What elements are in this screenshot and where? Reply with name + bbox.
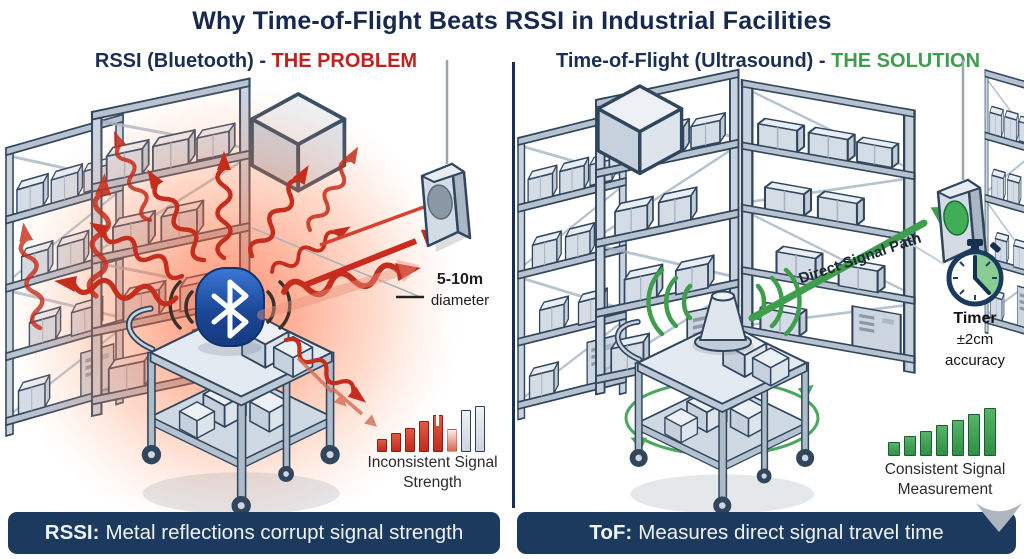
ultrasound-beacon-icon: [646, 267, 802, 355]
tof-footer-bold: ToF:: [589, 521, 633, 544]
chart-bar: [377, 438, 387, 452]
timer-leader-line: [907, 241, 945, 265]
timer-accuracy-value: ±2cm: [956, 331, 994, 348]
consistent-signal-chart: [888, 408, 1006, 456]
chart-bar: [405, 427, 415, 452]
rssi-footer-bold: RSSI:: [44, 521, 100, 544]
tof-footer-text: Measures direct signal travel time: [638, 521, 944, 544]
bluetooth-icon: [168, 267, 292, 356]
chart-bar: [461, 410, 471, 452]
chart-bar: [936, 425, 948, 456]
chart-bar: [968, 414, 980, 456]
left-panel-heading: RSSI (Bluetooth) - THE PROBLEM: [0, 50, 512, 73]
bluetooth-signal-arcs: [168, 280, 292, 330]
diameter-label: 5-10m diameter: [414, 270, 506, 310]
timer-accuracy-word: accuracy: [944, 352, 1006, 369]
diameter-value: 5-10m: [436, 271, 484, 288]
panel-divider: [512, 62, 515, 508]
tof-footer-banner: ToF: Measures direct signal travel time: [517, 512, 1016, 554]
left-scene: [0, 60, 472, 512]
chart-bar: [447, 428, 457, 452]
inconsistent-chart-caption: Inconsistent Signal Strength: [367, 454, 498, 492]
inconsistent-signal-chart: [377, 406, 490, 452]
chart-bar: [920, 430, 932, 456]
diameter-leader-line: [251, 227, 419, 297]
consistent-chart-caption: Consistent Signal Measurement: [884, 461, 1006, 499]
bar-notch: [436, 414, 440, 427]
left-heading-accent: THE PROBLEM: [271, 50, 418, 72]
chart-bar: [904, 435, 916, 456]
right-heading-main: Time-of-Flight (Ultrasound) -: [555, 50, 832, 72]
chart-bar: [433, 414, 443, 452]
chart-bar: [888, 441, 900, 456]
right-heading-accent: THE SOLUTION: [831, 50, 981, 72]
right-panel-heading: Time-of-Flight (Ultrasound) - THE SOLUTI…: [512, 50, 1024, 73]
diameter-word: diameter: [430, 291, 490, 309]
timer-label: Timer ±2cm accuracy: [923, 308, 1024, 371]
timer-title: Timer: [953, 310, 997, 327]
corner-down-arrow-icon: [976, 503, 1022, 532]
chart-bar: [475, 406, 485, 452]
rssi-footer-text: Metal reflections corrupt signal strengt…: [105, 521, 464, 544]
left-receiver-icon: [420, 162, 472, 254]
stopwatch-icon: [946, 239, 1004, 307]
warehouse-illustration: [0, 60, 1024, 512]
chart-bar: [391, 432, 401, 452]
rssi-footer-banner: RSSI: Metal reflections corrupt signal s…: [8, 512, 500, 554]
chart-bar: [419, 421, 429, 452]
chart-bar: [984, 408, 996, 456]
chart-bar: [952, 420, 964, 456]
page-title: Why Time-of-Flight Beats RSSI in Industr…: [192, 7, 832, 35]
right-receiver-icon: [936, 178, 988, 270]
right-scene: [518, 60, 1024, 512]
left-heading-main: RSSI (Bluetooth) -: [94, 50, 272, 72]
